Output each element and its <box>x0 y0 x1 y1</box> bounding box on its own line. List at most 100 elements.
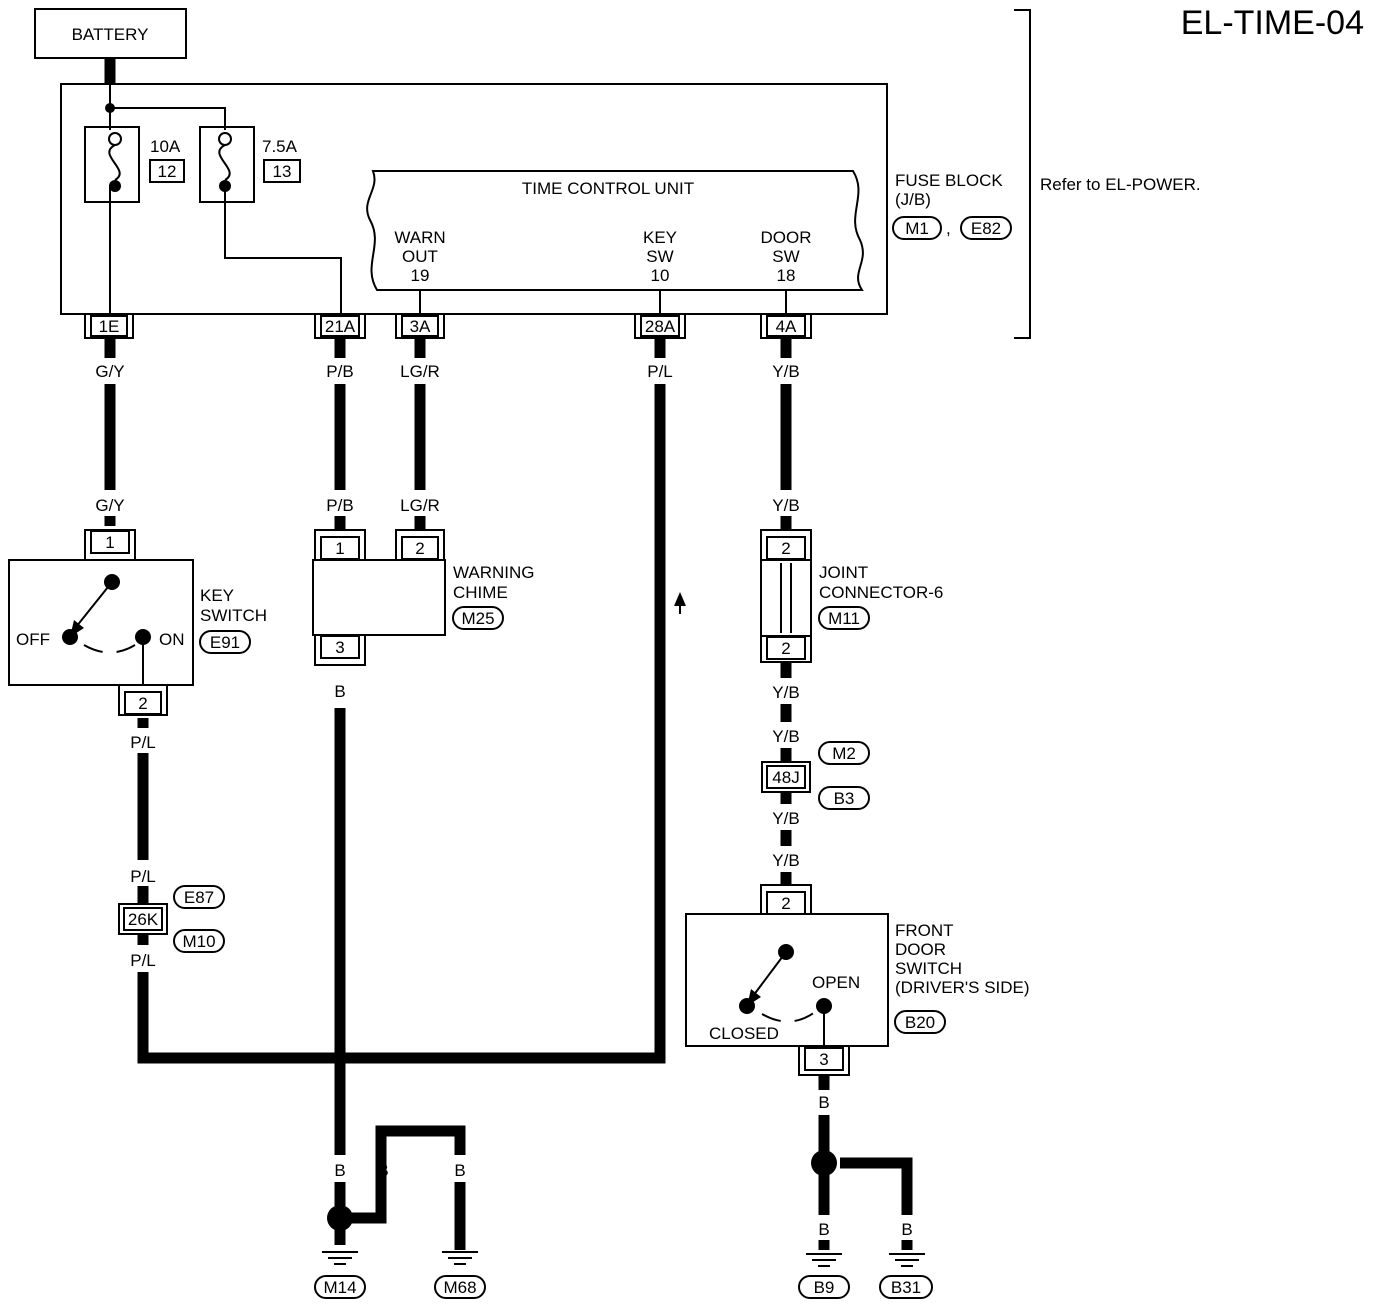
tcu-key-label: KEY <box>643 228 677 247</box>
wire-label-pl-2: P/L <box>130 867 156 886</box>
inline-26k-connector-bottom: M10 <box>182 932 215 951</box>
fuse-block: 10A 12 7.5A 13 <box>60 83 888 315</box>
inline-connector-26k: 26K E87 M10 <box>118 885 225 953</box>
wires <box>104 338 913 1250</box>
wire-label-lgr-bottom: LG/R <box>400 496 440 515</box>
warning-chime-pin-2: 2 <box>415 539 424 558</box>
fuse-7-5a-number: 13 <box>273 162 292 181</box>
wire-label-pb-bottom: P/B <box>326 496 353 515</box>
fuse-block-connector-m1: M1 <box>905 219 929 238</box>
fuse-block-label: FUSE BLOCK <box>895 171 1003 190</box>
door-switch-closed-label: CLOSED <box>709 1024 779 1043</box>
wire-color-labels: G/Y G/Y P/B P/B LG/R LG/R P/L Y/B Y/B Y/… <box>95 362 912 1239</box>
fuse-10a-amp: 10A <box>150 137 181 156</box>
terminal-4a: 4A <box>776 317 797 336</box>
tcu-key-pin: 10 <box>651 266 670 285</box>
wire-label-pl-3: P/L <box>130 951 156 970</box>
joint-connector-6: 2 2 JOINT CONNECTOR-6 M11 <box>760 529 943 663</box>
ground-b9: B9 <box>798 1253 850 1299</box>
jb-terminal-connectors: 1E 21A 3A 28A 4A <box>84 314 812 339</box>
door-switch-pin-top: 2 <box>781 894 790 913</box>
front-door-switch: 2 OPEN CLOSED FRONT DOOR SWITCH (DRIVER'… <box>685 884 1030 1076</box>
inline-48j-terminal: 48J <box>772 768 799 787</box>
tcu-door-sw-label: SW <box>772 247 799 266</box>
fuse-block-connector-e82: E82 <box>971 219 1001 238</box>
refer-note: Refer to EL-POWER. <box>1040 175 1201 194</box>
tcu-key-sw-label: SW <box>646 247 673 266</box>
wire-label-yb-2: Y/B <box>772 496 799 515</box>
wire-label-yb-3: Y/B <box>772 683 799 702</box>
door-switch-name-3: SWITCH <box>895 959 962 978</box>
wire-label-pb-top: P/B <box>326 362 353 381</box>
joint-connector-name-1: JOINT <box>819 563 868 582</box>
inline-48j-connector-top: M2 <box>832 744 856 763</box>
wire-label-yb-6: Y/B <box>772 851 799 870</box>
tcu-warn-label: WARN <box>394 228 445 247</box>
wire-label-pl-1: P/L <box>130 733 156 752</box>
wire-label-yb-4: Y/B <box>772 727 799 746</box>
door-switch-pin-bottom: 3 <box>819 1050 828 1069</box>
wire-label-gy-top: G/Y <box>95 362 124 381</box>
wire-label-b-m68: B <box>454 1161 465 1180</box>
inline-48j-connector-bottom: B3 <box>834 789 855 808</box>
fuse-10a-number: 12 <box>158 162 177 181</box>
terminal-3a: 3A <box>410 317 431 336</box>
wire-label-b-m14: B <box>334 1161 345 1180</box>
joint-connector-pin-top: 2 <box>781 539 790 558</box>
fuse-7-5a-amp: 7.5A <box>262 137 298 156</box>
battery-label: BATTERY <box>72 25 149 44</box>
inline-26k-connector-top: E87 <box>184 888 214 907</box>
warning-chime-connector: M25 <box>461 609 494 628</box>
tcu-door-pin: 18 <box>777 266 796 285</box>
key-switch-name-2: SWITCH <box>200 606 267 625</box>
fuse-7-5a: 7.5A 13 <box>199 126 301 203</box>
wire-label-gy-bottom: G/Y <box>95 496 124 515</box>
fuse-block-bracket <box>1014 9 1031 339</box>
svg-text:,: , <box>946 219 951 238</box>
joint-connector-pin-bottom: 2 <box>781 639 790 658</box>
wire-label-lgr-top: LG/R <box>400 362 440 381</box>
wire-label-b-b31: B <box>901 1220 912 1239</box>
warning-chime-pin-3: 3 <box>335 638 344 657</box>
battery: BATTERY <box>34 8 187 84</box>
inline-26k-terminal: 26K <box>128 910 159 929</box>
wire-label-b-b9: B <box>818 1220 829 1239</box>
tcu-door-label: DOOR <box>761 228 812 247</box>
fuse-10a: 10A 12 <box>84 126 185 203</box>
ground-m14-label: M14 <box>323 1278 356 1297</box>
key-switch-off-label: OFF <box>16 630 50 649</box>
warning-chime: 1 2 3 WARNING CHIME M25 <box>312 529 535 666</box>
key-switch-connector: E91 <box>210 633 240 652</box>
wire-label-b-chime: B <box>334 682 345 701</box>
ground-m14: M14 <box>314 1251 366 1299</box>
wire-label-yb-1: Y/B <box>772 362 799 381</box>
door-switch-connector: B20 <box>905 1013 935 1032</box>
terminal-1e: 1E <box>99 317 120 336</box>
time-control-unit: TIME CONTROL UNIT WARN OUT 19 KEY SW 10 … <box>366 170 864 314</box>
warning-chime-name-1: WARNING <box>453 563 535 582</box>
door-switch-name-1: FRONT <box>895 921 954 940</box>
door-switch-open-label: OPEN <box>812 973 860 992</box>
inline-connector-48j: 48J M2 B3 <box>761 741 870 810</box>
ground-b31-label: B31 <box>891 1278 921 1297</box>
warning-chime-name-2: CHIME <box>453 583 508 602</box>
wire-label-yb-5: Y/B <box>772 809 799 828</box>
terminal-21a: 21A <box>325 317 356 336</box>
tcu-title: TIME CONTROL UNIT <box>522 179 694 198</box>
fuse-block-jb-label: (J/B) <box>895 190 931 209</box>
current-flow-arrow-icon <box>674 592 686 606</box>
ground-b31: B31 <box>879 1253 933 1299</box>
key-switch-pin-1: 1 <box>105 533 114 552</box>
key-switch-on-label: ON <box>159 630 185 649</box>
joint-connector-connector: M11 <box>828 609 860 628</box>
wire-label-b-door: B <box>818 1093 829 1112</box>
door-switch-name-4: (DRIVER'S SIDE) <box>895 978 1030 997</box>
key-switch-pin-2: 2 <box>138 694 147 713</box>
ground-b9-label: B9 <box>814 1278 835 1297</box>
tcu-out-label: OUT <box>402 247 438 266</box>
key-switch-name-1: KEY <box>200 586 234 605</box>
wire-label-pl-tcu: P/L <box>647 362 673 381</box>
ground-m68: M68 <box>434 1251 486 1299</box>
ground-m68-label: M68 <box>443 1278 476 1297</box>
